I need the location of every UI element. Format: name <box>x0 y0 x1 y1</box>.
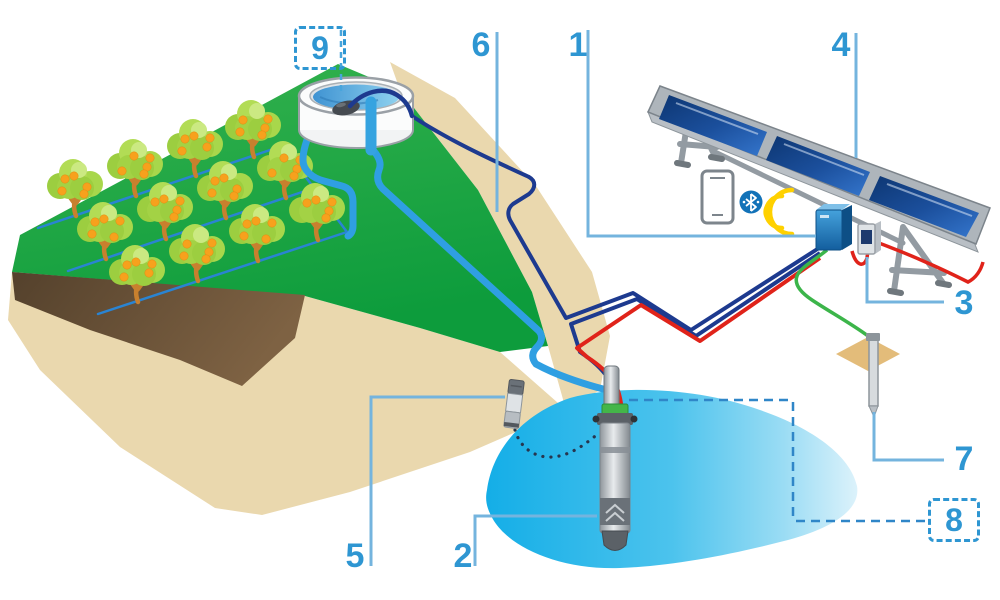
wireless-signal-icon <box>763 187 795 237</box>
pointer-3 <box>865 257 944 304</box>
callout-2-submersible-pump: 2 <box>453 537 473 575</box>
water-source-pond <box>486 389 858 569</box>
orchard-tree <box>167 119 223 179</box>
irrigation-feed-pipe <box>299 122 357 240</box>
well-level-switch <box>503 379 525 430</box>
callout-3-pv-disconnect-switch: 3 <box>954 284 974 322</box>
grounding <box>794 248 900 419</box>
pointer-7 <box>872 412 944 462</box>
tank-sensor-cable-arc <box>347 88 415 119</box>
callout-1-pump-controller: 1 <box>568 26 588 64</box>
orchard-tree <box>109 245 165 305</box>
storage-tank <box>297 76 415 156</box>
pointer-2 <box>473 514 597 566</box>
terrain <box>8 62 610 515</box>
smartphone-icon <box>700 169 735 225</box>
pump-controller <box>815 204 852 251</box>
callout-8-number: 8 <box>945 501 963 538</box>
callout-9-water-storage-tank: 9 <box>294 26 346 70</box>
ground-wire <box>794 248 870 338</box>
orchard-tree <box>107 139 163 199</box>
tank-sensor-cable <box>410 114 821 332</box>
orchard <box>47 100 345 305</box>
callout-8-water-source-level: 8 <box>928 498 980 542</box>
pointer-1 <box>586 30 816 238</box>
sand-slope <box>390 62 610 410</box>
water-level-dashed-line <box>629 398 926 523</box>
pv-module <box>869 176 979 237</box>
callout-7-grounding-rod: 7 <box>954 440 974 478</box>
ground-pad <box>836 337 900 371</box>
orchard-tree <box>197 161 253 221</box>
orchard-tree <box>225 100 281 160</box>
orchard-tree <box>257 141 313 201</box>
pv-disconnect-switch <box>857 221 881 255</box>
solar-panel-array <box>646 85 991 296</box>
bluetooth-icon <box>739 190 763 214</box>
pv-module <box>766 136 870 196</box>
orchard-soil <box>12 272 305 386</box>
orchard-tree <box>169 224 225 284</box>
callout-9-number: 9 <box>311 29 329 66</box>
orchard-tree <box>289 183 345 243</box>
orchard-tree <box>47 159 103 219</box>
grounding-rod <box>868 339 879 407</box>
pv-module <box>659 95 767 156</box>
pv-wire-red <box>875 240 985 284</box>
orchard-tree <box>229 204 285 264</box>
pointer-lines <box>339 30 944 566</box>
orchard-tree <box>137 182 193 242</box>
pointer-5 <box>369 395 505 566</box>
water-delivery-pipe <box>367 144 607 393</box>
submersible-pump <box>592 403 638 551</box>
callout-4-solar-panel-array: 4 <box>831 26 851 64</box>
float-switch-cable <box>513 428 602 459</box>
callout-6-water-delivery-pipe: 6 <box>471 26 491 64</box>
orchard-tree <box>77 202 133 262</box>
callout-5-well-level-switch: 5 <box>345 537 365 575</box>
